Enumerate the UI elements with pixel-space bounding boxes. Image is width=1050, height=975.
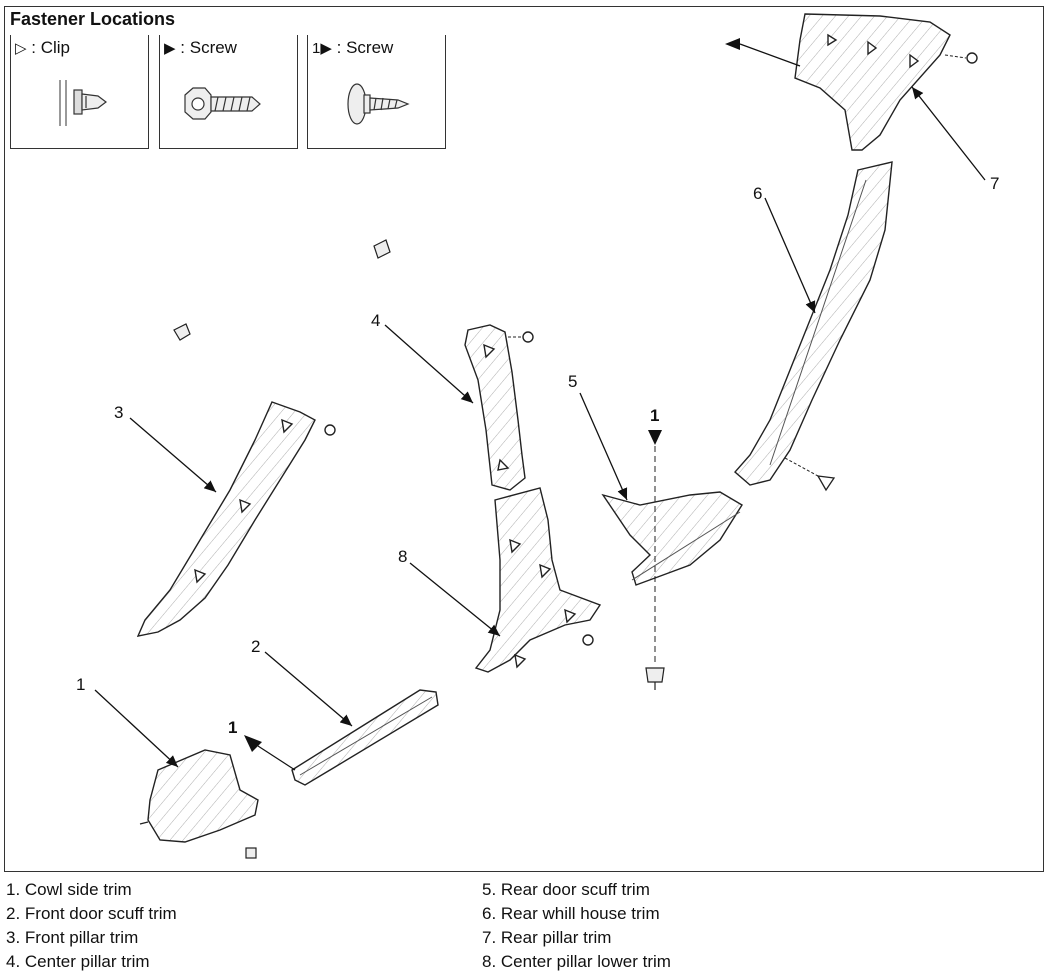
callout-2: 2 — [251, 637, 261, 656]
leader-lines — [94, 86, 986, 768]
diagram-title: Fastener Locations — [10, 9, 176, 29]
part-1: 1. Cowl side trim — [6, 880, 132, 899]
parts-list-right: 5. Rear door scuff trim 6. Rear whill ho… — [482, 878, 671, 974]
rear-pillar-screw-mark — [725, 38, 740, 50]
cowl-side-trim — [139, 749, 259, 843]
rear-pillar-trim — [794, 13, 978, 151]
tapping-screw-symbol: 1▶ — [312, 40, 332, 57]
callout-5: 5 — [568, 372, 578, 391]
legend-clip: ▷ : Clip — [10, 35, 149, 149]
part-3: 3. Front pillar trim — [6, 928, 139, 947]
rear-door-scuff-screw-mark — [648, 430, 662, 445]
legend-tapping-screw: 1▶ : Screw — [307, 35, 446, 149]
fastener-mark-front-scuff: 1 — [228, 718, 238, 737]
rear-door-scuff-clip-icon — [645, 667, 665, 690]
callout-6: 6 — [753, 184, 763, 203]
part-8: 8. Center pillar lower trim — [482, 952, 671, 971]
center-pillar-trim — [464, 324, 534, 491]
legend-tapping-screw-text: : Screw — [336, 38, 394, 57]
legend-clip-text: : Clip — [31, 38, 71, 57]
fastener-mark-rear-scuff: 1 — [650, 406, 660, 425]
legend-screw-text: : Screw — [180, 38, 237, 57]
rear-wheel-house-trim — [734, 161, 893, 486]
center-pillar-lower-trim — [474, 487, 602, 673]
diagram-frame — [4, 6, 1044, 872]
tapping-screw-icon — [347, 83, 410, 125]
clip-symbol: ▷ — [15, 40, 27, 57]
part-4: 4. Center pillar trim — [6, 952, 150, 971]
part-5: 5. Rear door scuff trim — [482, 880, 650, 899]
callout-4: 4 — [371, 311, 381, 330]
callout-8: 8 — [398, 547, 408, 566]
rear-wheel-house-clip-mark — [816, 475, 836, 492]
front-pillar-trim — [136, 401, 336, 637]
callout-3: 3 — [114, 403, 124, 422]
part-2: 2. Front door scuff trim — [6, 904, 177, 923]
screw-symbol: ▶ — [164, 40, 176, 57]
clip-icon — [59, 80, 107, 126]
rear-door-scuff-trim — [601, 491, 743, 586]
cowl-side-clip-icon — [245, 847, 257, 859]
screw-icon — [184, 87, 261, 120]
callout-1: 1 — [76, 675, 86, 694]
parts-list-left: 1. Cowl side trim 2. Front door scuff tr… — [6, 878, 177, 974]
callout-7: 7 — [990, 174, 1000, 193]
loose-clip-icon — [173, 239, 391, 341]
part-7: 7. Rear pillar trim — [482, 928, 612, 947]
front-door-scuff-trim — [291, 689, 439, 786]
front-door-scuff-screw-mark — [244, 735, 262, 752]
part-6: 6. Rear whill house trim — [482, 904, 660, 923]
legend-screw: ▶ : Screw — [159, 35, 298, 149]
